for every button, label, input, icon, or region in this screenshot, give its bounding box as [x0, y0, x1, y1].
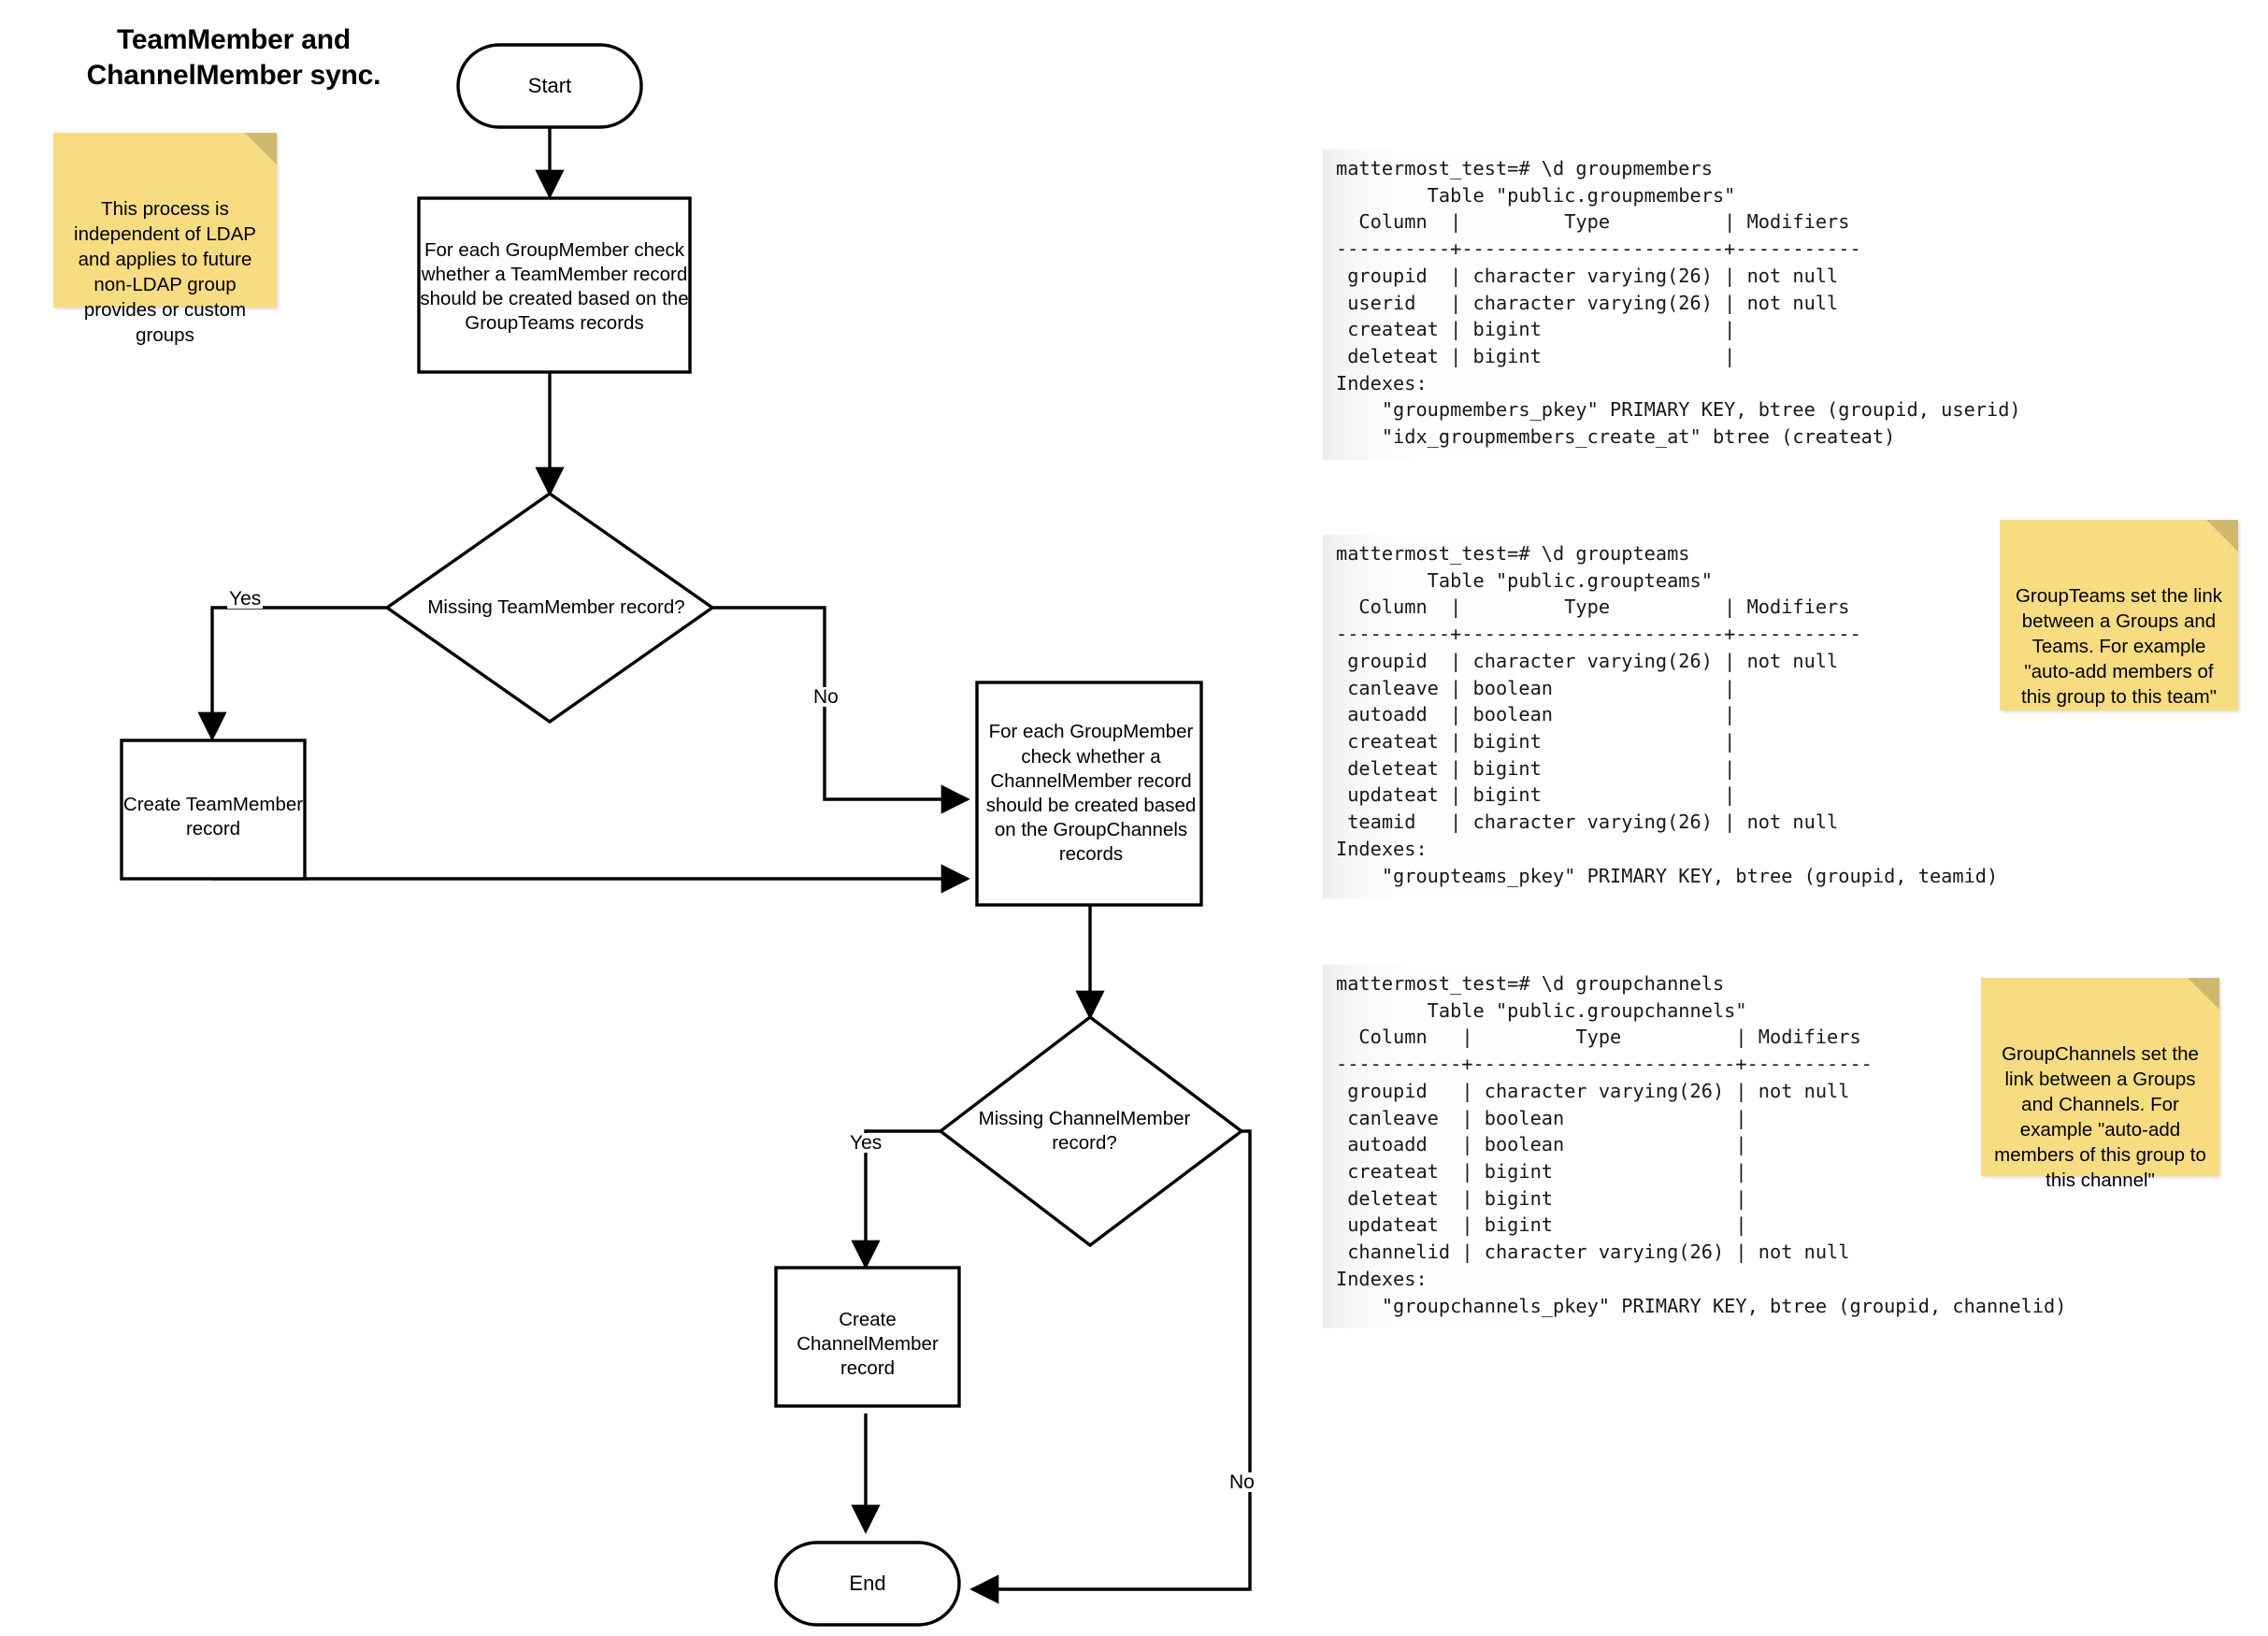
node-process-team-label: For each GroupMember check whether a Tea… — [420, 238, 689, 335]
node-end[interactable] — [774, 1541, 961, 1627]
node-decision-team-label: Missing TeamMember record? — [427, 596, 685, 618]
terminal-output-groupmembers: mattermost_test=# \d groupmembers Table … — [1323, 150, 2099, 460]
node-process-channel[interactable] — [975, 681, 1203, 907]
node-decision-team[interactable] — [384, 491, 715, 725]
node-process-channel-label: For each GroupMember check whether a Cha… — [985, 721, 1197, 866]
node-start[interactable] — [456, 43, 643, 129]
node-create-channelmember-label: Create ChannelMember record — [797, 1308, 939, 1380]
edge-decision-channel-yes — [851, 1129, 940, 1270]
sticky-fold-icon — [2188, 978, 2219, 1010]
sticky-note-ldap-text: This process is independent of LDAP and … — [74, 198, 256, 347]
sticky-note-ldap[interactable]: This process is independent of LDAP and … — [53, 133, 277, 346]
page-title: TeamMember and ChannelMember sync. — [86, 24, 381, 91]
node-decision-channel-label: Missing ChannelMember record? — [978, 1107, 1191, 1154]
node-create-teammember[interactable] — [120, 739, 307, 881]
node-decision-channel[interactable] — [938, 1014, 1244, 1248]
node-process-team[interactable] — [417, 196, 692, 374]
sticky-fold-icon — [245, 133, 277, 165]
edge-label-channel-no: No — [1227, 1471, 1256, 1493]
terminal-output-groupteams: mattermost_test=# \d groupteams Table "p… — [1323, 535, 2099, 899]
node-create-teammember-label: Create TeamMember record — [122, 793, 304, 840]
edge-decision-channel-no — [969, 1129, 1252, 1604]
edge-label-team-no: No — [811, 686, 840, 708]
edge-label-channel-yes: Yes — [848, 1132, 884, 1154]
node-end-label: End — [849, 1571, 886, 1595]
node-start-label: Start — [527, 73, 572, 97]
edge-decision-team-yes — [197, 606, 387, 741]
edge-label-team-yes: Yes — [227, 588, 264, 610]
sticky-fold-icon — [2206, 520, 2238, 552]
terminal-output-groupchannels: mattermost_test=# \d groupchannels Table… — [1323, 965, 2192, 1329]
node-create-channelmember[interactable] — [774, 1266, 961, 1408]
